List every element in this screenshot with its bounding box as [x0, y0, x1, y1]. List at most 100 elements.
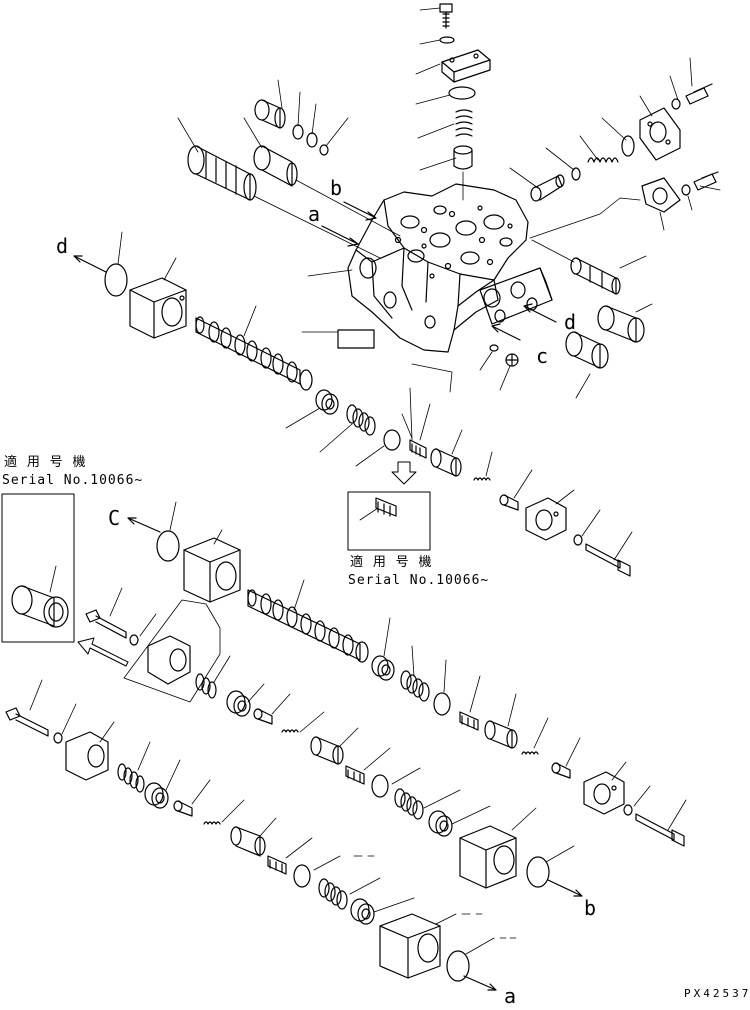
- upper-check-valve: [253, 145, 298, 187]
- upper-o-ring-3: [319, 144, 329, 156]
- label-a-top: a: [308, 202, 321, 226]
- arrow-d-right: [523, 303, 557, 323]
- spool2-washer-right: [623, 804, 633, 816]
- label-b-top: b: [330, 176, 343, 200]
- mid-left-small-spring: [281, 729, 299, 733]
- right-bolt-lower: [693, 171, 719, 191]
- spool1-spool: [195, 316, 313, 391]
- spool1-piston: [430, 448, 462, 477]
- lower-left-cap: [65, 731, 109, 781]
- small-plug-body: [505, 353, 519, 367]
- spool1-cap-left: [129, 277, 187, 339]
- spool2-o-ring-left: [156, 530, 180, 562]
- top-washer: [439, 36, 455, 44]
- top-cover-plate: [441, 49, 491, 83]
- spool1-poppet: [499, 494, 519, 511]
- lower-left-spring: [117, 763, 145, 793]
- inset-plug: [375, 497, 397, 517]
- label-b-bottom: b: [584, 896, 597, 920]
- mid-left-bracket: [123, 599, 221, 703]
- mid-left-hollow-arrow: [77, 637, 129, 667]
- arrow-b-top: [343, 201, 377, 221]
- mid-left-washer: [129, 634, 139, 646]
- mid-left-piston: [310, 736, 344, 765]
- spool1-bolt-right: [585, 543, 631, 577]
- arrow-c-left: [127, 517, 161, 533]
- mid-left-o-ring-b: [526, 856, 550, 888]
- spool2-spring: [400, 670, 430, 702]
- label-d-left: d: [56, 234, 69, 258]
- lower-retainer-a: [350, 898, 375, 925]
- arrow-b-bottom: [547, 879, 583, 897]
- right-cover-upper: [639, 107, 681, 161]
- spool2-plug: [459, 711, 479, 731]
- upper-o-ring-2: [306, 132, 318, 148]
- spool2-poppet: [551, 762, 571, 779]
- center-inset-box: [347, 491, 431, 551]
- spool2-o-ring-right: [433, 692, 451, 716]
- inset-arrow: [391, 461, 417, 485]
- lower-left-retainer: [144, 782, 169, 809]
- spool1-o-ring-right: [383, 429, 401, 451]
- mid-left-spring-2: [394, 788, 424, 820]
- lower-left-plug: [267, 855, 287, 875]
- lower-o-ring-b: [446, 950, 470, 982]
- drawing-reference-number: PX42537: [684, 987, 750, 1000]
- top-spring: [455, 109, 473, 137]
- spool2-piston: [484, 720, 518, 749]
- mid-left-retainer-2: [428, 810, 453, 837]
- right-bolt-upper: [685, 83, 713, 105]
- spool1-plug: [409, 439, 427, 459]
- left-inset-cap: [11, 585, 69, 628]
- label-a-bottom: a: [504, 984, 517, 1008]
- top-piston: [453, 145, 473, 170]
- upper-relief-valve: [187, 145, 257, 201]
- lower-left-small-spring: [203, 821, 221, 825]
- right-cover-lower: [641, 177, 681, 213]
- spool2-spool: [247, 589, 369, 663]
- right-cap-1: [597, 305, 645, 343]
- label-c-right: c: [536, 344, 549, 368]
- spool2-retainer: [371, 655, 395, 681]
- mid-left-cap-b: [459, 825, 517, 889]
- right-poppet: [530, 174, 565, 202]
- mid-left-retainer: [226, 690, 251, 717]
- right-long-valve: [570, 257, 621, 295]
- top-o-ring: [448, 86, 476, 100]
- mid-left-bolt: [85, 609, 127, 639]
- mid-left-plug: [345, 765, 365, 785]
- upper-plug-1: [254, 99, 286, 129]
- right-washer-lower: [681, 184, 691, 196]
- center-serial-label: Serial No.10066~: [348, 573, 490, 588]
- mid-left-o-ring: [371, 774, 389, 798]
- name-plate: [337, 329, 375, 349]
- lower-cap-a: [379, 913, 441, 979]
- right-spring: [587, 157, 619, 163]
- arrow-a-bottom: [463, 975, 497, 991]
- right-cap-2: [565, 331, 609, 369]
- lower-o-ring-a: [293, 864, 311, 888]
- spool1-o-ring-left: [104, 263, 128, 297]
- lower-left-poppet: [173, 800, 193, 817]
- mid-left-cap: [147, 635, 191, 685]
- spool1-washer-right: [573, 534, 583, 546]
- left-applicable-model-label: 適 用 号 機: [4, 455, 87, 470]
- spool2-cap-left: [183, 537, 241, 603]
- arrow-d-left: [73, 255, 107, 273]
- mid-left-poppet: [253, 708, 273, 725]
- spool2-bolt-right: [635, 813, 685, 847]
- right-washer-upper: [671, 98, 681, 110]
- small-ring-body: [489, 344, 499, 352]
- lower-left-piston: [230, 826, 266, 857]
- lower-left-bolt: [5, 707, 49, 737]
- upper-o-ring-1: [292, 124, 304, 140]
- left-serial-label: Serial No.10066~: [2, 473, 144, 488]
- spool2-cap-right: [583, 771, 625, 815]
- side-port-plate: [479, 267, 553, 325]
- lower-spring-a: [318, 878, 348, 910]
- label-c-left: C: [108, 506, 121, 530]
- spool1-spring: [346, 404, 376, 436]
- spool1-cap-right: [525, 497, 567, 541]
- spool1-retainer: [315, 389, 339, 415]
